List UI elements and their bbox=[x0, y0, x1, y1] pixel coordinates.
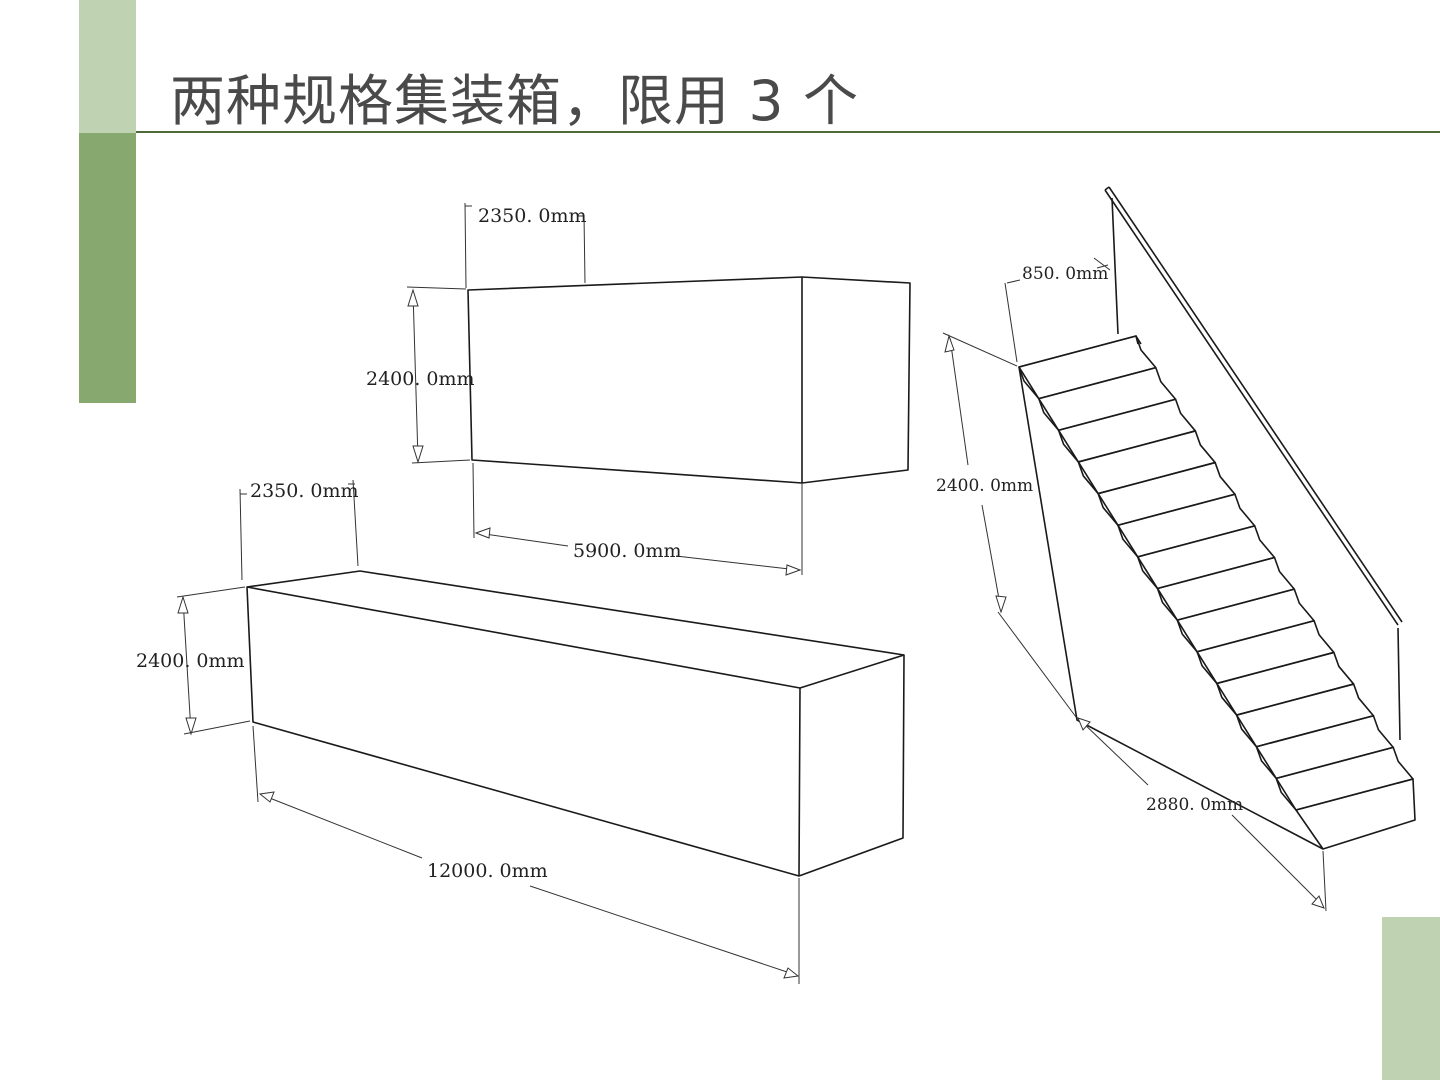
large-container-length-label: 12000. 0mm bbox=[427, 860, 548, 882]
large-container-depth-label: 2350. 0mm bbox=[250, 480, 359, 502]
stair-step bbox=[1275, 746, 1414, 811]
decor-block-middle bbox=[79, 133, 136, 403]
large-container-drawing bbox=[176, 479, 905, 984]
staircase-drawing bbox=[942, 186, 1416, 912]
large-container-height-label: 2400. 0mm bbox=[136, 650, 245, 672]
large-container-edge bbox=[799, 654, 905, 689]
stair-step bbox=[1235, 683, 1375, 748]
decor-block-top bbox=[79, 0, 136, 133]
stair-step bbox=[1117, 493, 1256, 558]
staircase-width-label: 850. 0mm bbox=[1022, 264, 1108, 284]
stair-step bbox=[1037, 366, 1177, 432]
large-container-edge bbox=[246, 586, 801, 689]
stair-step bbox=[1057, 398, 1197, 463]
stair-bottom-step bbox=[1295, 778, 1416, 850]
large-container-edge bbox=[798, 687, 801, 877]
small-container-drawing bbox=[406, 202, 911, 576]
stair-step bbox=[1255, 714, 1395, 780]
small-container-length-label: 5900. 0mm bbox=[573, 540, 682, 562]
decor-block-bottom-right bbox=[1382, 917, 1440, 1080]
stair-step bbox=[1196, 619, 1335, 685]
slide-title: 两种规格集装箱，限用 3 个 bbox=[170, 69, 859, 133]
staircase-run-label: 2880. 0mm bbox=[1146, 795, 1243, 815]
small-container-outline bbox=[467, 276, 911, 484]
large-container-outline bbox=[246, 570, 905, 877]
stair-step bbox=[1216, 651, 1355, 716]
small-container-depth-label: 2350. 0mm bbox=[478, 205, 587, 227]
stair-step bbox=[1176, 588, 1315, 653]
stair-step bbox=[1097, 461, 1236, 527]
stair-step bbox=[1136, 525, 1276, 590]
stair-step bbox=[1156, 556, 1296, 621]
title-underline bbox=[136, 131, 1440, 133]
stair-step bbox=[1018, 335, 1157, 400]
small-container-height-label: 2400. 0mm bbox=[366, 368, 475, 390]
staircase-height-label: 2400. 0mm bbox=[936, 476, 1033, 496]
stair-step bbox=[1077, 430, 1216, 495]
